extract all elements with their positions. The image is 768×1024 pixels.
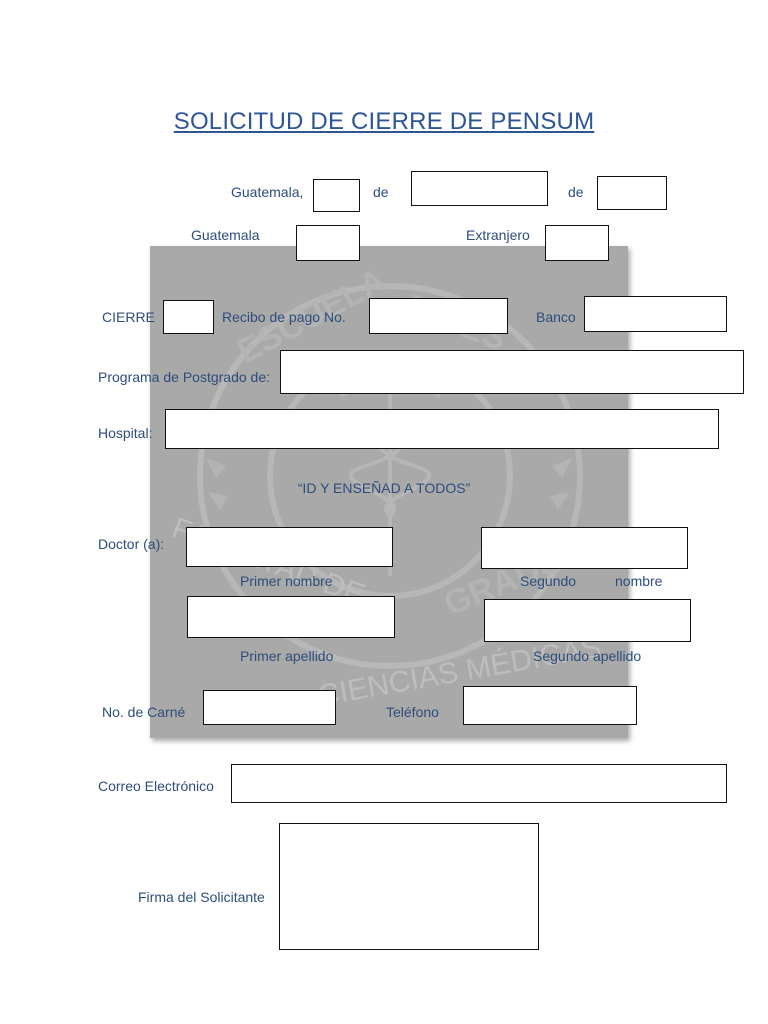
- year-field[interactable]: [597, 176, 667, 210]
- motto-text: “ID Y ENSEÑAD A TODOS”: [297, 480, 471, 496]
- segundo-nombre-field[interactable]: [481, 527, 688, 569]
- nombre-caption: nombre: [615, 573, 663, 589]
- primer-nombre-caption: Primer nombre: [240, 573, 333, 589]
- date-de-label-1: de: [373, 184, 389, 200]
- date-de-label-2: de: [568, 184, 584, 200]
- primer-nombre-field[interactable]: [186, 527, 393, 567]
- primer-apellido-field[interactable]: [187, 596, 395, 638]
- doctor-label: Doctor (a):: [98, 536, 165, 552]
- guatemala-label: Guatemala: [191, 227, 260, 243]
- extranjero-label: Extranjero: [466, 227, 530, 243]
- segundo-caption: Segundo: [520, 573, 577, 589]
- hospital-field[interactable]: [165, 409, 719, 449]
- primer-apellido-caption: Primer apellido: [240, 648, 334, 664]
- guatemala-checkbox[interactable]: [296, 225, 360, 261]
- segundo-apellido-caption: Segundo apellido: [533, 648, 642, 664]
- carne-field[interactable]: [203, 690, 336, 725]
- recibo-label: Recibo de pago No.: [222, 309, 346, 325]
- telefono-field[interactable]: [463, 686, 637, 725]
- correo-label: Correo Electrónico: [98, 778, 214, 794]
- firma-field[interactable]: [279, 823, 539, 950]
- banco-label: Banco: [536, 309, 576, 325]
- cierre-checkbox[interactable]: [163, 300, 214, 334]
- correo-field[interactable]: [231, 764, 727, 803]
- hospital-label: Hospital:: [98, 425, 153, 441]
- cierre-label: CIERRE: [102, 309, 155, 325]
- page-title: SOLICITUD DE CIERRE DE PENSUM: [173, 108, 595, 135]
- programa-field[interactable]: [280, 350, 744, 394]
- day-field[interactable]: [313, 179, 360, 212]
- carne-label: No. de Carné: [102, 704, 186, 720]
- programa-label: Programa de Postgrado de:: [98, 369, 270, 385]
- date-city-label: Guatemala,: [231, 184, 304, 200]
- telefono-label: Teléfono: [386, 704, 439, 720]
- firma-label: Firma del Solicitante: [138, 889, 265, 905]
- recibo-field[interactable]: [369, 298, 508, 334]
- segundo-apellido-field[interactable]: [484, 599, 691, 642]
- month-field[interactable]: [411, 171, 548, 206]
- banco-field[interactable]: [584, 296, 727, 332]
- extranjero-checkbox[interactable]: [545, 225, 609, 261]
